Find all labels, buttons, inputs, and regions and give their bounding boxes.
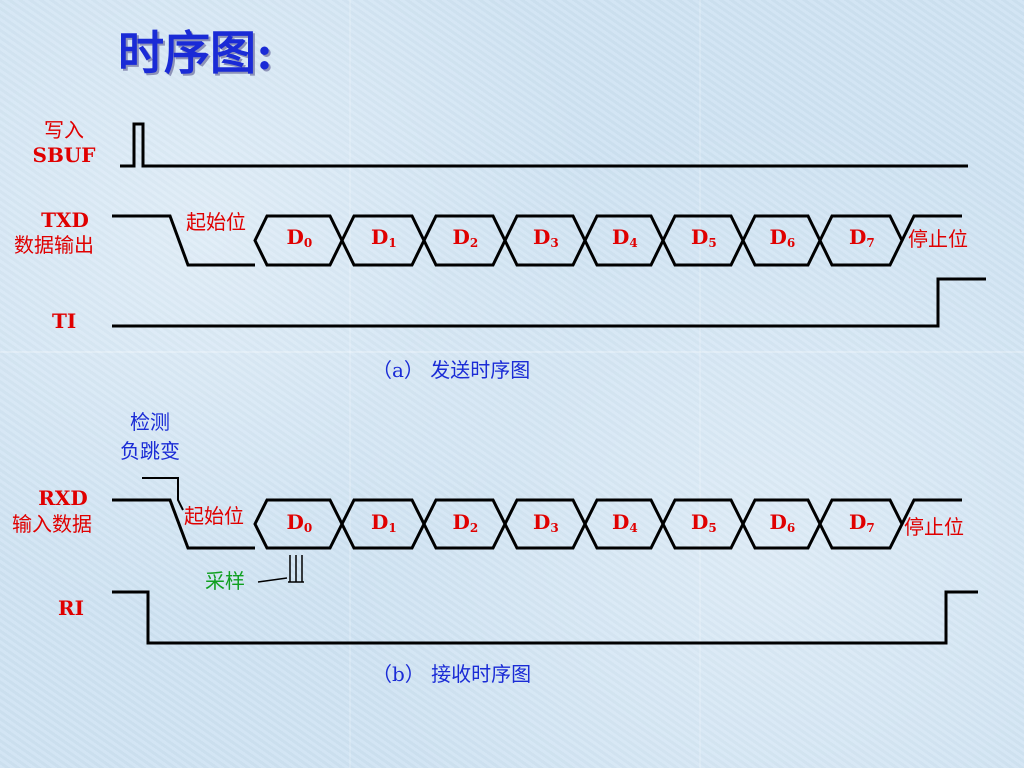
rxd-label: RXD <box>38 486 88 510</box>
send-bit-base-7: D <box>849 225 867 249</box>
rxd-sublabel: 输入数据 <box>12 512 92 536</box>
send-bit-label-2: D2 <box>453 227 479 249</box>
send-bit-sub-5: 5 <box>708 236 717 250</box>
send-bit-label-6: D6 <box>770 227 796 249</box>
txd-sublabel: 数据输出 <box>14 233 94 257</box>
recv-bit-sub-6: 6 <box>786 521 796 535</box>
recv-bit-base-1: D <box>371 510 389 534</box>
recv-bit-label-4: D4 <box>612 512 638 534</box>
recv-bit-label-0: D0 <box>287 512 313 534</box>
send-caption-text: 发送时序图 <box>430 358 531 382</box>
sample-marks <box>257 555 304 583</box>
recv-bit-base-4: D <box>612 510 630 534</box>
recv-bit-base-7: D <box>849 510 867 534</box>
ti-label: TI <box>52 309 77 333</box>
send-bit-base-5: D <box>691 225 709 249</box>
send-bit-sub-1: 1 <box>388 236 397 250</box>
recv-bit-sub-0: 0 <box>303 521 313 535</box>
txd-stop-bit <box>900 214 962 242</box>
detect-pointer <box>142 477 184 511</box>
send-bit-label-4: D4 <box>612 227 638 249</box>
send-stop-bit-label: 停止位 <box>908 227 968 251</box>
recv-bit-base-6: D <box>769 510 787 534</box>
recv-caption-tag: （b） <box>372 662 425 686</box>
recv-bit-label-6: D6 <box>770 512 796 534</box>
recv-bit-sub-2: 2 <box>469 521 479 535</box>
recv-bit-label-7: D7 <box>849 512 875 534</box>
send-bit-sub-4: 4 <box>629 236 638 250</box>
send-bit-base-3: D <box>533 225 551 249</box>
recv-bit-sub-4: 4 <box>629 521 638 535</box>
send-bit-sub-2: 2 <box>469 236 479 250</box>
send-bit-label-0: D0 <box>287 227 313 249</box>
txd-start-bit <box>112 214 255 267</box>
recv-bit-sub-3: 3 <box>550 521 559 535</box>
recv-bit-base-2: D <box>452 510 470 534</box>
send-start-bit-label: 起始位 <box>186 210 246 234</box>
sbuf-write-pulse <box>120 122 968 168</box>
recv-bit-label-1: D1 <box>371 512 397 534</box>
recv-stop-bit-label: 停止位 <box>904 515 964 539</box>
send-bit-base-2: D <box>452 225 470 249</box>
send-bit-base-4: D <box>612 225 630 249</box>
send-bit-label-3: D3 <box>533 227 559 249</box>
write-sbuf-label-line1: 写入 <box>44 118 84 142</box>
write-sbuf-label-line2: SBUF <box>32 143 96 167</box>
ri-label: RI <box>58 596 84 620</box>
send-bit-sub-6: 6 <box>786 236 796 250</box>
send-caption-tag: （a） <box>372 358 424 382</box>
recv-bit-base-5: D <box>691 510 709 534</box>
recv-bit-base-0: D <box>286 510 304 534</box>
send-bit-base-0: D <box>286 225 304 249</box>
send-bit-label-7: D7 <box>849 227 875 249</box>
recv-bit-base-3: D <box>533 510 551 534</box>
send-bit-label-5: D5 <box>691 227 717 249</box>
rxd-stop-bit <box>900 498 962 525</box>
recv-bit-sub-1: 1 <box>388 521 397 535</box>
sample-label: 采样 <box>205 569 245 593</box>
detect-label-line1: 检测 <box>130 410 170 434</box>
send-bit-base-6: D <box>769 225 787 249</box>
page-title: 时序图: <box>118 26 273 80</box>
recv-bit-label-3: D3 <box>533 512 559 534</box>
detect-label-line2: 负跳变 <box>120 439 180 463</box>
recv-caption: （b） 接收时序图 <box>372 664 531 684</box>
rxd-start-bit <box>112 498 255 550</box>
recv-bit-label-2: D2 <box>453 512 479 534</box>
send-waveforms <box>112 122 986 328</box>
send-bit-base-1: D <box>371 225 389 249</box>
recv-bit-sub-7: 7 <box>866 521 875 535</box>
ri-signal <box>112 590 978 645</box>
recv-caption-text: 接收时序图 <box>431 662 532 686</box>
ti-signal <box>112 277 986 328</box>
recv-bit-label-5: D5 <box>691 512 717 534</box>
recv-bit-sub-5: 5 <box>708 521 717 535</box>
send-bit-label-1: D1 <box>371 227 397 249</box>
send-bit-sub-0: 0 <box>303 236 313 250</box>
send-bit-sub-3: 3 <box>550 236 559 250</box>
send-caption: （a） 发送时序图 <box>372 360 530 380</box>
txd-label: TXD <box>41 208 89 232</box>
send-bit-sub-7: 7 <box>866 236 875 250</box>
receive-waveforms <box>112 477 978 645</box>
recv-start-bit-label: 起始位 <box>184 504 244 528</box>
